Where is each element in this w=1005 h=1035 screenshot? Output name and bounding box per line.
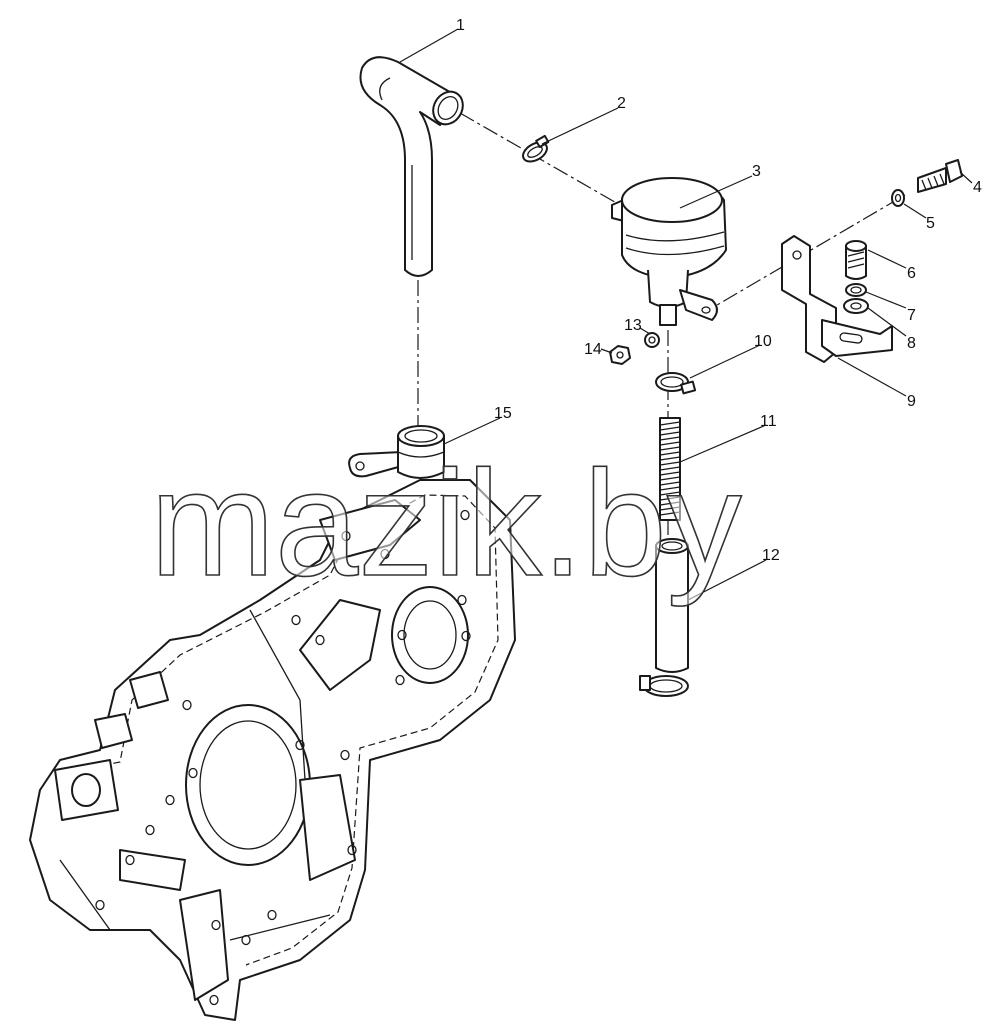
straight-hose xyxy=(639,538,689,697)
callout-5: 5 xyxy=(926,215,935,232)
gear-housing xyxy=(29,479,516,1021)
spring-coil xyxy=(659,466,681,471)
watermark-text: mazik.by xyxy=(150,439,742,607)
breather-tube xyxy=(359,56,464,277)
callout-8: 8 xyxy=(907,335,916,352)
callout-2: 2 xyxy=(617,95,626,112)
bolt-hole xyxy=(125,854,135,866)
spring-coil xyxy=(659,486,681,491)
oil-separator xyxy=(611,177,727,326)
spring-coil xyxy=(659,491,681,496)
spring-coil xyxy=(659,481,681,486)
spring-coil xyxy=(659,431,681,436)
callout-15: 15 xyxy=(494,405,512,422)
callout-7: 7 xyxy=(907,307,916,324)
lock-washer xyxy=(845,283,867,297)
spring-coil xyxy=(659,506,681,511)
bolt-hole xyxy=(211,919,221,931)
bolt-hole xyxy=(241,934,251,946)
socket-screw xyxy=(845,240,867,280)
bolt-hole xyxy=(395,674,405,686)
callout-10: 10 xyxy=(754,333,772,350)
callout-14: 14 xyxy=(584,341,602,358)
bolt-hole xyxy=(457,594,467,606)
bolt-hole xyxy=(295,739,305,751)
spring-coil xyxy=(659,476,681,481)
flat-washer xyxy=(843,298,869,314)
spring-coil xyxy=(659,441,681,446)
adapter-sleeve xyxy=(348,425,445,479)
spring-washer xyxy=(891,189,905,207)
spring xyxy=(659,417,681,521)
spring-coil xyxy=(659,436,681,441)
bolt-hole xyxy=(291,614,301,626)
bolt-hole xyxy=(461,630,471,642)
bolt-hole xyxy=(340,749,350,761)
callout-3: 3 xyxy=(752,163,761,180)
callout-4: 4 xyxy=(973,179,982,196)
bolt-hole xyxy=(188,767,198,779)
spring-coil xyxy=(659,471,681,476)
callout-6: 6 xyxy=(907,265,916,282)
bolt-hole xyxy=(165,794,175,806)
hex-nut xyxy=(609,345,631,365)
washer-13 xyxy=(644,332,660,348)
bolt xyxy=(917,159,963,193)
bolt-hole xyxy=(209,994,219,1006)
spring-coil xyxy=(659,456,681,461)
callout-1: 1 xyxy=(456,17,465,34)
callout-labels: 1 2 3 4 5 6 7 8 9 10 11 12 13 14 15 xyxy=(456,17,982,564)
spring-coil xyxy=(659,496,681,501)
mounting-bracket xyxy=(781,235,893,363)
callout-11: 11 xyxy=(760,413,777,430)
bolt-hole xyxy=(397,629,407,641)
bolt-hole xyxy=(341,530,351,542)
spring-coil xyxy=(659,511,681,516)
bolt-hole xyxy=(95,899,105,911)
hose-clamp-small xyxy=(522,134,550,163)
bolt-hole xyxy=(267,909,277,921)
callout-13: 13 xyxy=(624,317,642,334)
bolt-hole xyxy=(315,634,325,646)
callout-12: 12 xyxy=(762,547,780,564)
bolt-hole xyxy=(347,844,357,856)
spring-coil xyxy=(659,461,681,466)
bolt-hole xyxy=(380,548,390,560)
spring-coil xyxy=(659,446,681,451)
spring-coil xyxy=(659,421,681,426)
spring-coil xyxy=(659,501,681,506)
bolt-hole xyxy=(182,699,192,711)
leader-lines xyxy=(399,28,973,601)
bolt-hole xyxy=(145,824,155,836)
spring-coil xyxy=(659,451,681,456)
callout-9: 9 xyxy=(907,393,916,410)
spring-coil xyxy=(659,426,681,431)
hose-clamp-upper xyxy=(655,372,697,395)
bolt-hole xyxy=(460,509,470,521)
